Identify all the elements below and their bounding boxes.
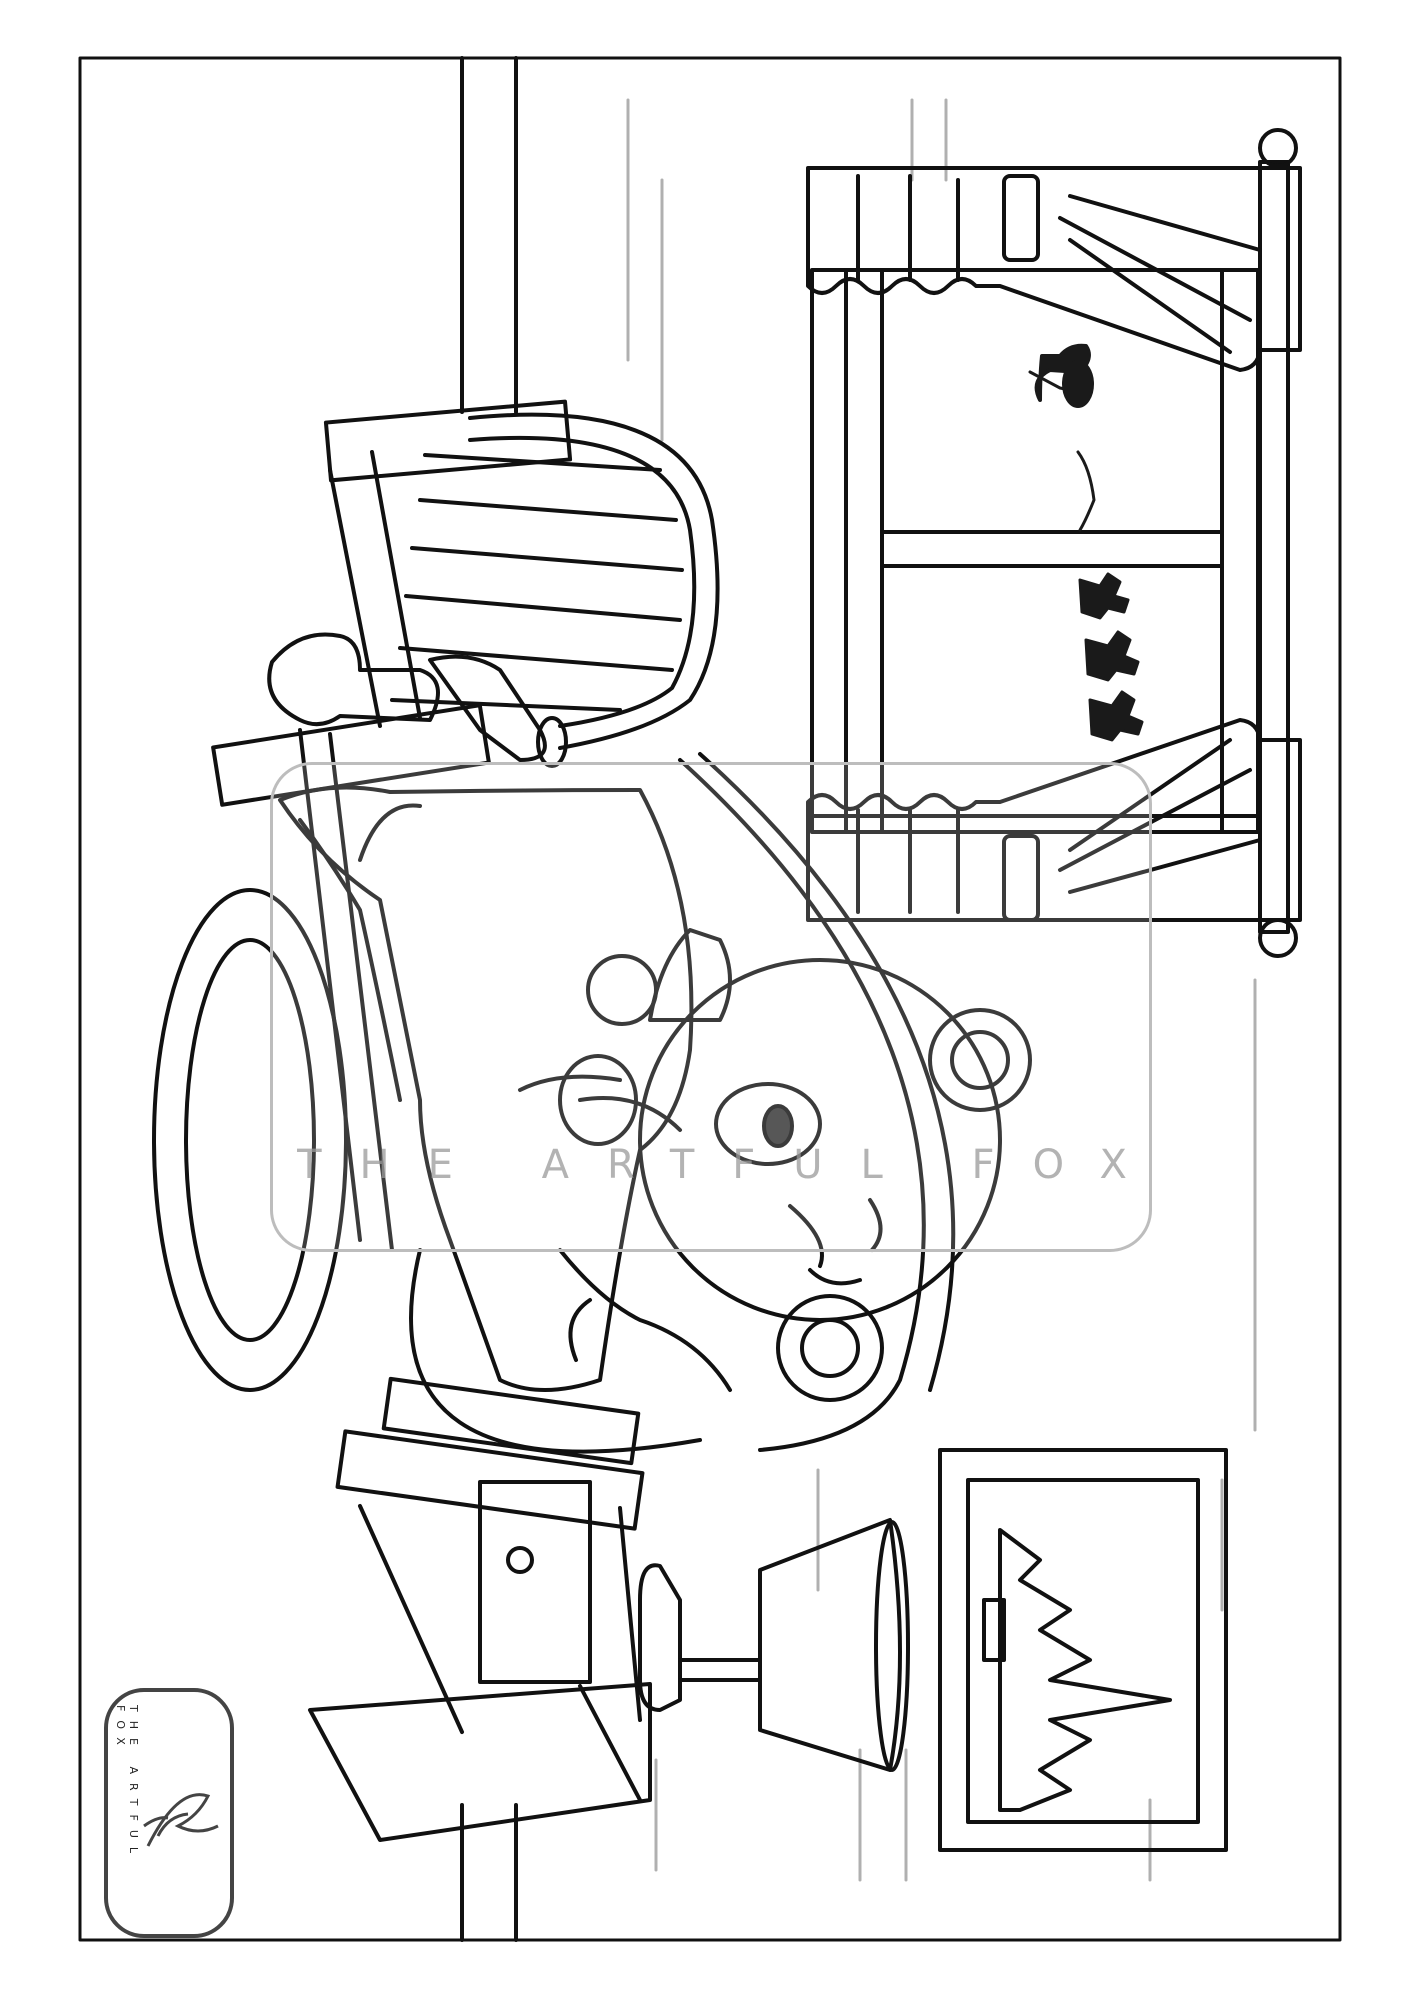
teddy-bear bbox=[558, 958, 1032, 1402]
curtain-bottom bbox=[806, 718, 1302, 922]
curtain-rod bbox=[1258, 128, 1298, 958]
reindeer-silhouette bbox=[1078, 572, 1144, 742]
rug bbox=[152, 888, 348, 1392]
sleeping-cap bbox=[586, 928, 732, 1026]
table-lamp bbox=[638, 1518, 910, 1772]
rocking-chair bbox=[211, 399, 720, 1466]
page-border bbox=[78, 56, 1342, 1942]
watermark-text: THE ARTFUL FOX bbox=[297, 1142, 1165, 1188]
chair-rocker bbox=[678, 752, 956, 1452]
curtain-top bbox=[806, 166, 1302, 372]
santa-sleigh-silhouette bbox=[1028, 343, 1096, 532]
wall-texture-lines bbox=[626, 98, 1257, 1882]
wall-beam bbox=[460, 56, 518, 1942]
brand-badge-text: THE ARTFUL FOX bbox=[114, 1705, 140, 1863]
side-table bbox=[308, 1429, 652, 1842]
tree-picture-frame bbox=[938, 1448, 1228, 1852]
watermark-band bbox=[270, 762, 1152, 1252]
fox-logo-icon bbox=[143, 1793, 219, 1847]
stocking bbox=[267, 632, 568, 768]
blanket bbox=[278, 785, 694, 1392]
brand-badge bbox=[104, 1688, 234, 1938]
